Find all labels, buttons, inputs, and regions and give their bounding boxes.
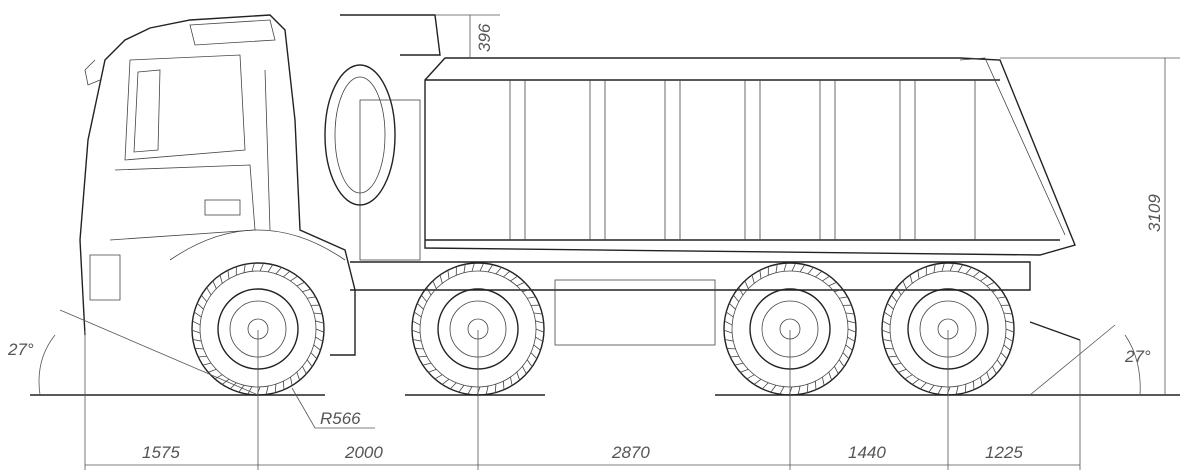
cab (79, 14, 356, 356)
tow-hitch (1029, 321, 1081, 341)
wheel-radius-label: R566 (320, 409, 361, 428)
equipment-rack (359, 99, 421, 261)
departure-angle-label: 27° (1124, 347, 1151, 366)
dump-body (340, 14, 1076, 256)
overall-height-label: 3109 (1145, 194, 1164, 232)
body-tip-height-label: 396 (475, 23, 494, 52)
dimension-lines (38, 14, 1180, 470)
cab-protector (340, 14, 441, 56)
dimension-axle-1-2: 2000 (344, 443, 383, 462)
dimension-rear-overhang: 1225 (985, 443, 1023, 462)
dimension-axle-3-4: 1440 (848, 443, 886, 462)
dimension-axle-2-3: 2870 (611, 443, 650, 462)
wheel-1 (191, 262, 325, 396)
approach-angle-label: 27° (7, 340, 34, 359)
dimension-front-overhang: 1575 (142, 443, 180, 462)
wheels (191, 262, 1015, 396)
chassis (350, 261, 1081, 346)
